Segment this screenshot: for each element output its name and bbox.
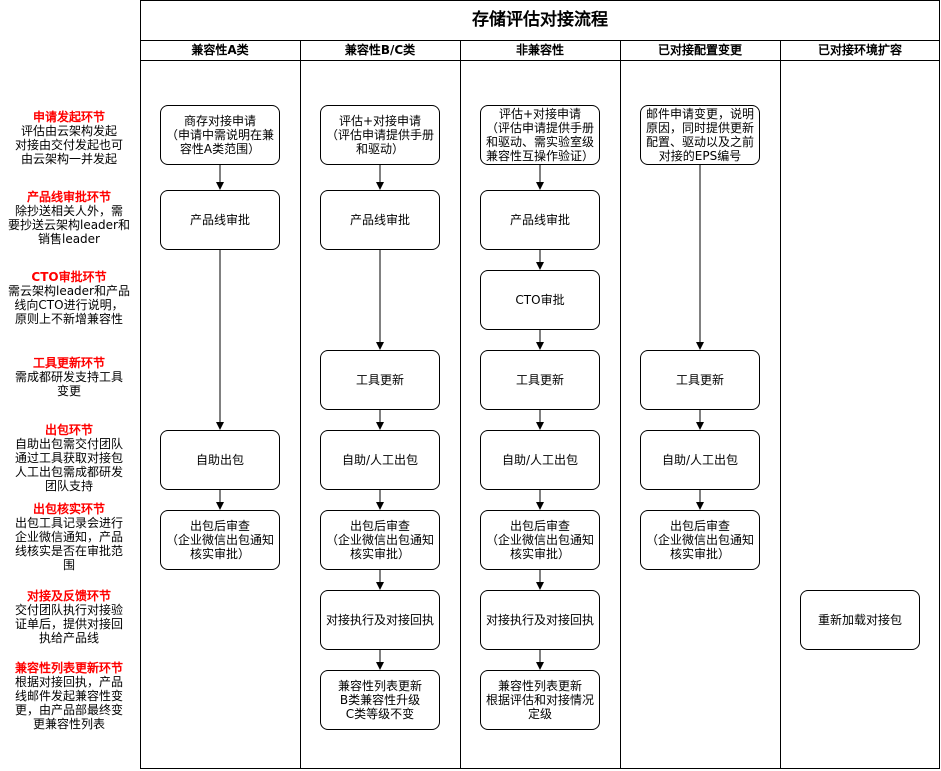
stage-desc: 评估由云架构发起 对接由交付发起也可 由云架构一并发起	[14, 124, 123, 166]
node-cc-apply: 邮件申请变更，说明 原因，同时提供更新 配置、驱动以及之前 对接的EPS编号	[640, 105, 760, 165]
stage-desc: 出包工具记录会进行 企业微信通知，产品 线核实是否在审批范 围	[14, 516, 123, 572]
node-nc-product-approval: 产品线审批	[480, 190, 600, 250]
stage-heading: CTO审批环节	[31, 270, 107, 284]
node-a-self-package: 自助出包	[160, 430, 280, 490]
node-nc-tool-update: 工具更新	[480, 350, 600, 410]
node-nc-post-review: 出包后审查 （企业微信出包通知 核实审批）	[480, 510, 600, 570]
lane-header-compat-a: 兼容性A类	[191, 43, 249, 57]
lane-divider	[780, 40, 781, 769]
node-bc-tool-update: 工具更新	[320, 350, 440, 410]
swimlane-frame	[140, 0, 940, 769]
node-a-product-approval: 产品线审批	[160, 190, 280, 250]
node-bc-execute: 对接执行及对接回执	[320, 590, 440, 650]
node-bc-post-review: 出包后审查 （企业微信出包通知 核实审批）	[320, 510, 440, 570]
node-ex-reload-package: 重新加载对接包	[800, 590, 920, 650]
node-cc-package: 自助/人工出包	[640, 430, 760, 490]
diagram-title: 存储评估对接流程	[472, 10, 608, 30]
stage-desc: 除抄送相关人外，需 要抄送云架构leader和 销售leader	[7, 204, 130, 246]
stage-apply: 申请发起环节 评估由云架构发起 对接由交付发起也可 由云架构一并发起	[0, 110, 138, 166]
lane-divider	[300, 40, 301, 769]
node-cc-tool-update: 工具更新	[640, 350, 760, 410]
stage-desc: 需成都研发支持工具 变更	[14, 370, 123, 398]
node-nc-list-update: 兼容性列表更新 根据评估和对接情况 定级	[480, 670, 600, 730]
stage-heading: 兼容性列表更新环节	[14, 661, 123, 675]
stage-product-approval: 产品线审批环节 除抄送相关人外，需 要抄送云架构leader和 销售leader	[0, 190, 138, 246]
stage-heading: 工具更新环节	[32, 356, 105, 370]
stage-heading: 产品线审批环节	[26, 190, 111, 204]
node-nc-package: 自助/人工出包	[480, 430, 600, 490]
stage-heading: 出包环节	[44, 423, 93, 437]
node-nc-execute: 对接执行及对接回执	[480, 590, 600, 650]
node-nc-cto-approval: CTO审批	[480, 270, 600, 330]
stage-list-update: 兼容性列表更新环节 根据对接回执，产品 线邮件发起兼容性变 更，由产品部最终变 …	[0, 661, 138, 731]
stage-heading: 申请发起环节	[32, 110, 105, 124]
lane-divider	[460, 40, 461, 769]
stage-package-verify: 出包核实环节 出包工具记录会进行 企业微信通知，产品 线核实是否在审批范 围	[0, 502, 138, 572]
lane-header-compat-bc: 兼容性B/C类	[344, 43, 416, 57]
stage-desc: 自助出包需交付团队 通过工具获取对接包 人工出包需成都研发 团队支持	[14, 437, 123, 493]
stage-desc: 交付团队执行对接验 证单后，提供对接回 执给产品线	[14, 603, 123, 645]
stage-package: 出包环节 自助出包需交付团队 通过工具获取对接包 人工出包需成都研发 团队支持	[0, 423, 138, 493]
lane-header-expansion: 已对接环境扩容	[817, 43, 902, 57]
node-cc-post-review: 出包后审查 （企业微信出包通知 核实审批）	[640, 510, 760, 570]
lane-header-config-change: 已对接配置变更	[657, 43, 742, 57]
stage-heading: 出包核实环节	[32, 502, 105, 516]
title-divider	[140, 40, 940, 41]
node-a-apply: 商存对接申请 （申请中需说明在兼 容性A类范围）	[160, 105, 280, 165]
node-bc-product-approval: 产品线审批	[320, 190, 440, 250]
node-bc-package: 自助/人工出包	[320, 430, 440, 490]
header-divider	[140, 60, 940, 61]
lane-header-non-compat: 非兼容性	[515, 43, 564, 57]
stage-heading: 对接及反馈环节	[26, 589, 111, 603]
stage-desc: 需云架构leader和产品 线向CTO进行说明， 原则上不新增兼容性	[7, 284, 130, 326]
node-bc-apply: 评估+对接申请 （评估申请提供手册 和驱动）	[320, 105, 440, 165]
stage-feedback: 对接及反馈环节 交付团队执行对接验 证单后，提供对接回 执给产品线	[0, 589, 138, 645]
node-nc-apply: 评估+对接申请 （评估申请提供手册 和驱动、需实验室级 兼容性互操作验证）	[480, 105, 600, 165]
stage-tool-update: 工具更新环节 需成都研发支持工具 变更	[0, 356, 138, 398]
node-bc-list-update: 兼容性列表更新 B类兼容性升级 C类等级不变	[320, 670, 440, 730]
lane-divider	[620, 40, 621, 769]
node-a-post-review: 出包后审查 （企业微信出包通知 核实审批）	[160, 510, 280, 570]
stage-desc: 根据对接回执，产品 线邮件发起兼容性变 更，由产品部最终变 更兼容性列表	[14, 675, 123, 731]
stage-cto-approval: CTO审批环节 需云架构leader和产品 线向CTO进行说明， 原则上不新增兼…	[0, 270, 138, 326]
